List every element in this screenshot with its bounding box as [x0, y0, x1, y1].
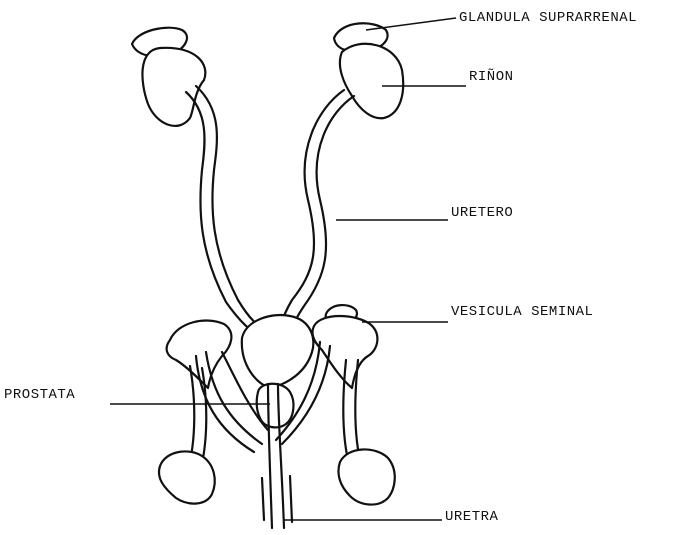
right-ureter-outer [290, 96, 354, 334]
label-ureter: URETERO [451, 205, 513, 221]
urethra-tip-right [290, 476, 292, 522]
left-ureter-outer [196, 86, 266, 330]
prostate [257, 384, 294, 428]
label-kidney: RIÑON [469, 68, 514, 85]
right-testis [338, 449, 394, 504]
label-adrenal-gland: GLANDULA SUPRARRENAL [459, 10, 637, 26]
label-urethra: URETRA [445, 509, 499, 525]
right-kidney-group [280, 23, 403, 334]
urethra-tip-left [262, 478, 264, 520]
left-kidney-group [132, 28, 266, 334]
left-ureter-inner [186, 92, 256, 334]
right-kidney [340, 44, 403, 118]
leader-adrenal-gland [366, 18, 456, 30]
bladder [242, 315, 314, 388]
left-testis [159, 451, 215, 503]
label-prostate: PROSTATA [4, 387, 75, 403]
label-seminal-vesicle: VESICULA SEMINAL [451, 304, 593, 320]
